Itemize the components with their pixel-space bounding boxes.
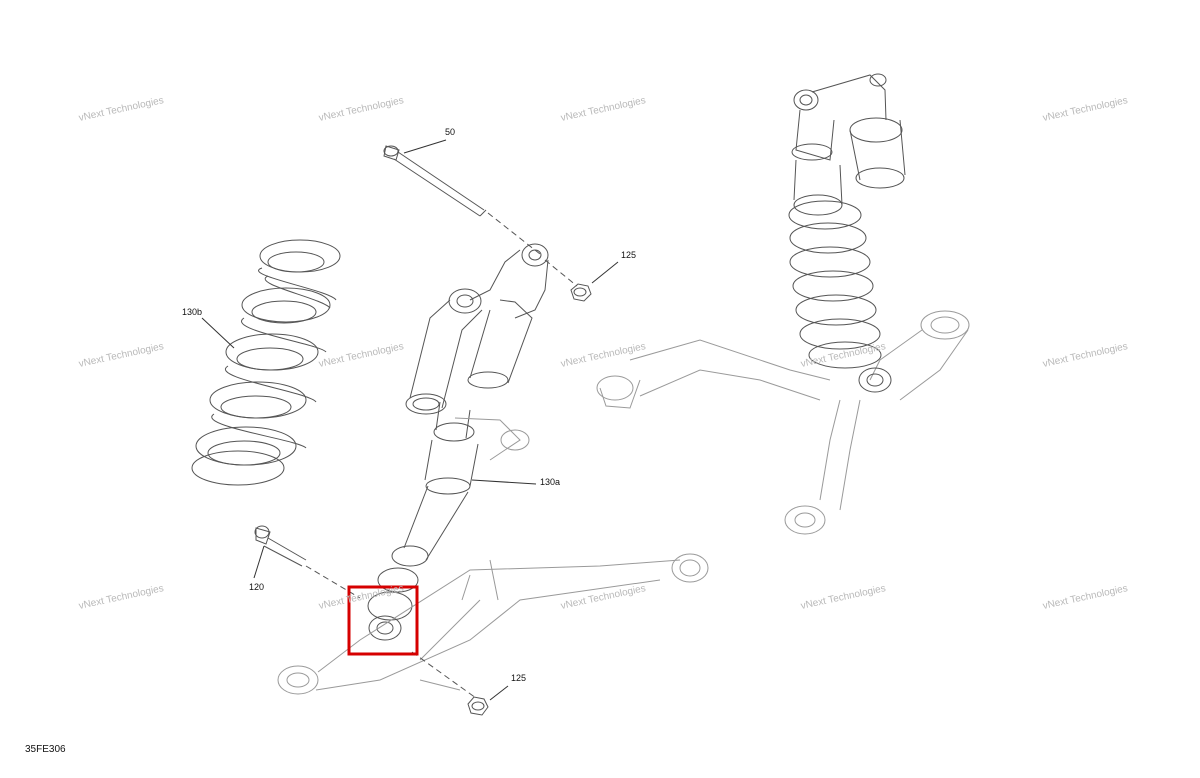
nut-125-bottom [467,696,489,716]
bolt-50 [383,145,487,217]
leader-50 [403,139,447,154]
leader-130a [471,479,537,485]
callout-125-top: 125 [621,250,637,260]
leader-125-bottom [489,685,509,701]
assembled-a-arm [596,310,970,535]
figure-code: 35FE306 [25,744,66,755]
bolt-120 [254,525,307,567]
callout-50: 50 [445,127,456,137]
spring-130b [191,239,341,486]
axis-line-top [487,212,541,255]
leader-130b [201,317,235,349]
callout-125-bottom: 125 [511,673,527,683]
a-arm-lower [277,417,709,695]
leader-125-top [591,261,619,284]
assembled-shock [788,73,906,393]
callout-130a: 130a [540,477,561,487]
axis-line-bottom [411,651,477,699]
nut-125-top [570,283,592,302]
callout-120: 120 [249,582,265,592]
leader-120 [253,545,265,579]
highlight-box [347,585,419,656]
callout-130b: 130b [182,307,203,317]
shock-absorber-130a [367,243,549,641]
